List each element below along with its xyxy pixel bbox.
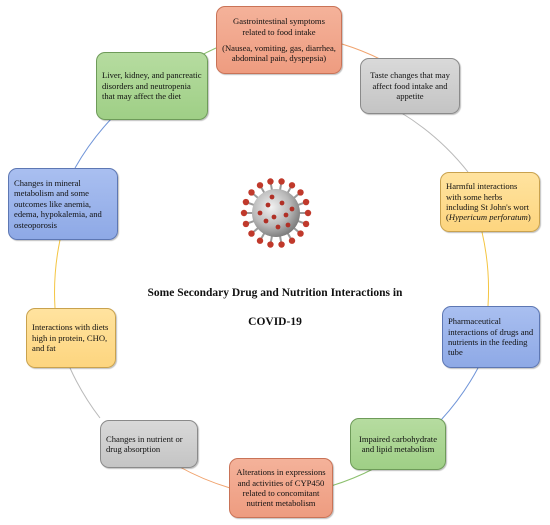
ring-segment-diets-mineral [54,239,61,309]
virus-spike-head [278,241,285,248]
virus-surface-protein [257,210,263,216]
node-gastrointestinal-title: Gastrointestinal symptoms related to foo… [233,16,325,37]
coronavirus-icon [240,178,312,248]
node-absorption-text: Changes in nutrient or drug absorption [106,433,183,454]
virus-spike-head [304,209,312,217]
virus-spike-head [256,182,264,189]
ring-segment-cyp-absorption [177,465,231,489]
virus-spike-head [242,198,250,206]
node-cyp-text: Alterations in expressions and activitie… [236,467,326,509]
virus-surface-protein [289,206,295,212]
virus-spike-head [240,209,248,217]
virus-surface-protein [275,224,281,230]
virus-spike-head [297,230,304,237]
virus-spike-head [302,198,310,206]
virus-spike-head [248,230,255,237]
node-mineral-text: Changes in mineral metabolism and some o… [14,177,102,230]
node-carb-lipid-metabolism: Impaired carbohydrate and lipid metaboli… [350,418,446,470]
node-gastrointestinal-symptoms: Gastrointestinal symptoms related to foo… [216,6,342,74]
virus-spike-head [302,220,310,228]
node-herbs-text-post: ) [527,212,531,223]
virus-spike-head [256,237,264,244]
node-diets-text: Interactions with diets high in protein,… [32,322,109,354]
node-diet-interactions: Interactions with diets high in protein,… [26,308,116,368]
node-taste-text: Taste changes that may affect food intak… [370,70,450,102]
ring-segment-herbs-tube [481,231,490,307]
virus-surface-protein [285,222,291,228]
node-tube-text: Pharmaceutical interactions of drugs and… [448,316,534,358]
diagram-title-line1: Some Secondary Drug and Nutrition Intera… [147,287,403,299]
ring-segment-absorption-diets [69,367,101,419]
virus-spike-head [267,178,274,185]
node-harmful-herb-interactions: Harmful interactions with some herbs inc… [440,172,540,232]
node-gastrointestinal-detail: (Nausea, vomiting, gas, diarrhea, abdomi… [222,43,336,64]
diagram-title: Some Secondary Drug and Nutrition Intera… [90,287,460,328]
node-absorption-changes: Changes in nutrient or drug absorption [100,420,198,468]
node-mineral-metabolism: Changes in mineral metabolism and some o… [8,168,118,240]
diagram-title-line2: COVID-19 [248,315,302,328]
node-herbs-species: Hypericum perforatum [448,212,528,223]
virus-spike-head [288,237,296,244]
virus-surface-protein [263,218,269,224]
node-liver-text: Liver, kidney, and pancreatic disorders … [102,70,202,102]
virus-surface-protein [265,202,271,208]
node-herbs-text-pre: Harmful interactions with some herbs inc… [446,181,529,223]
virus-surface-protein [269,194,275,200]
virus-spike-head [288,182,296,189]
ring-segment-tube-carb [440,367,479,421]
virus-surface-protein [279,200,285,206]
node-organ-disorders: Liver, kidney, and pancreatic disorders … [96,52,208,120]
virus-surface-protein [271,214,277,220]
virus-spike-head [242,220,250,228]
virus-spike-head [248,189,255,196]
virus-spike-head [297,189,304,196]
node-carb-text: Impaired carbohydrate and lipid metaboli… [358,433,438,454]
ring-segment-mineral-liver [74,117,113,169]
node-herbs-text: Harmful interactions with some herbs inc… [446,181,534,223]
ring-segment-carb-cyp [330,467,376,487]
node-feeding-tube-interactions: Pharmaceutical interactions of drugs and… [442,306,540,368]
virus-surface-protein [283,212,289,218]
ring-segment-taste-herbs [399,111,469,173]
node-cyp450-alterations: Alterations in expressions and activitie… [229,458,333,518]
virus-spike-head [278,178,285,185]
node-taste-changes: Taste changes that may affect food intak… [360,58,460,114]
virus-spike-head [267,241,274,248]
